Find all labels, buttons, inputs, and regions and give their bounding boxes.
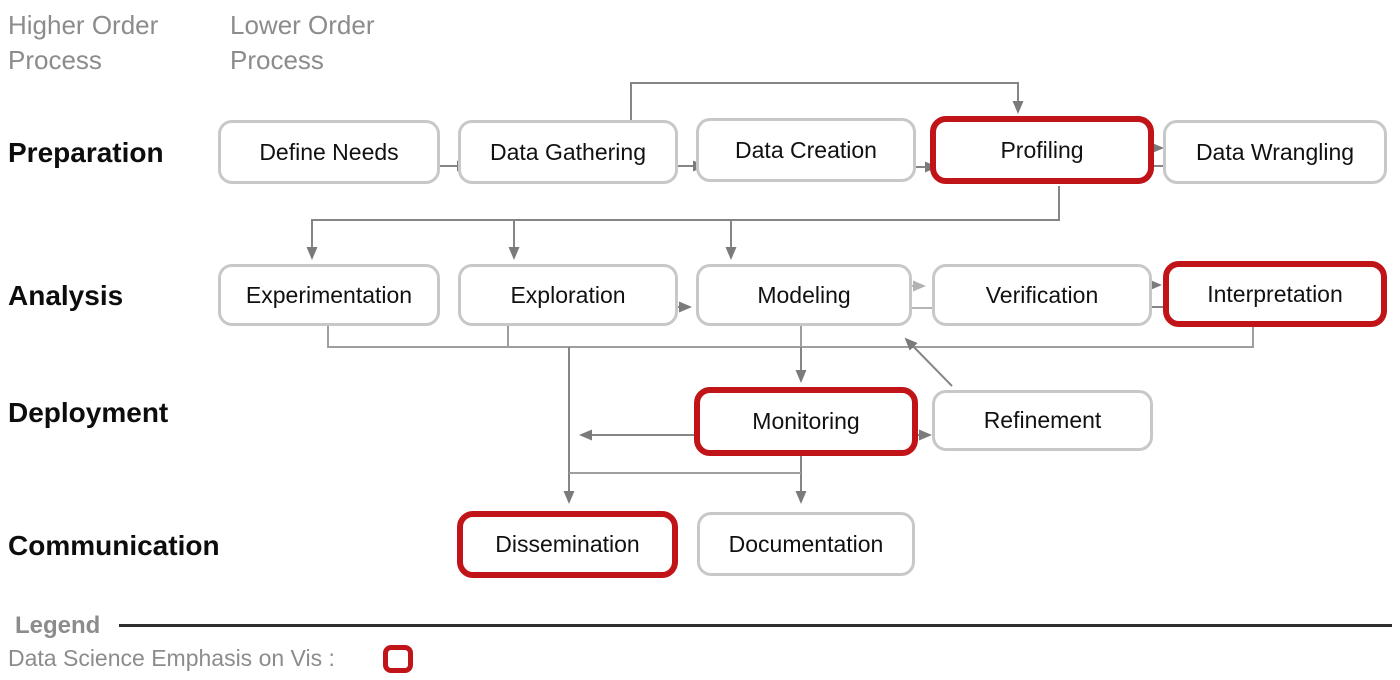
- column-header-higher-order: Higher Order Process: [8, 10, 159, 76]
- node-experimentation: Experimentation: [218, 264, 440, 326]
- edge-analysis-rail: [327, 326, 1254, 348]
- legend-emphasis-label: Data Science Emphasis on Vis :: [8, 645, 335, 671]
- row-label-deployment: Deployment: [8, 397, 169, 428]
- node-data-gathering: Data Gathering: [458, 120, 678, 184]
- legend-emphasis-swatch: [383, 645, 413, 673]
- node-profiling: Profiling: [930, 116, 1154, 184]
- row-label-analysis: Analysis: [8, 280, 124, 311]
- node-data-creation: Data Creation: [696, 118, 916, 182]
- edge-data-gathering-skip-to-profiling: [630, 82, 1024, 120]
- row-label-preparation: Preparation: [8, 137, 164, 168]
- node-define-needs: Define Needs: [218, 120, 440, 184]
- legend-rule-line: [119, 624, 1392, 627]
- edge-refinement-to-modeling-diagonal: [904, 337, 953, 387]
- node-verification: Verification: [932, 264, 1152, 326]
- node-refinement: Refinement: [932, 390, 1153, 451]
- node-modeling: Modeling: [696, 264, 912, 326]
- node-exploration: Exploration: [458, 264, 678, 326]
- column-header-lower-order: Lower Order Process: [230, 10, 375, 76]
- node-data-wrangling: Data Wrangling: [1163, 120, 1387, 184]
- node-documentation: Documentation: [697, 512, 915, 576]
- legend-title: Legend: [15, 612, 101, 639]
- node-dissemination: Dissemination: [457, 511, 678, 578]
- node-interpretation: Interpretation: [1163, 261, 1387, 327]
- edge-profiling-trunk-to-experimentation: [306, 186, 1060, 260]
- row-label-communication: Communication: [8, 530, 220, 561]
- node-monitoring: Monitoring: [694, 387, 918, 456]
